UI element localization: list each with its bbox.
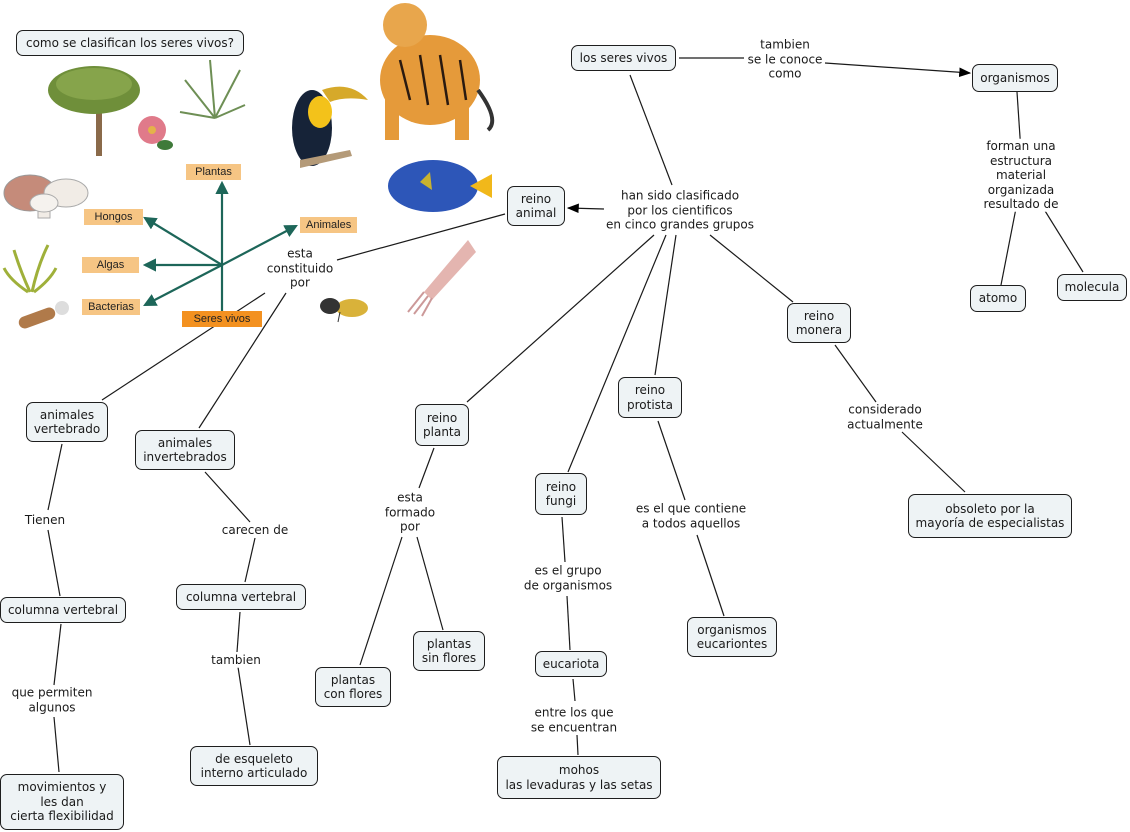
node-seres-vivos[interactable]: los seres vivos: [571, 45, 676, 71]
node-plantas-sin-flores[interactable]: plantas sin flores: [413, 631, 485, 671]
node-molecula[interactable]: molecula: [1057, 274, 1127, 301]
edge: [567, 234, 667, 473]
edge: [47, 443, 63, 511]
edge: [336, 213, 506, 261]
squid-illustration: [407, 240, 476, 317]
link-permiten[interactable]: que permiten algunos: [9, 685, 95, 715]
wasp-illustration: [320, 298, 368, 323]
link-clasificado[interactable]: han sido clasificado por los cientificos…: [603, 188, 757, 232]
link-tambien[interactable]: tambien: [209, 652, 263, 668]
node-reino-fungi[interactable]: reino fungi: [535, 473, 587, 515]
node-columna-vertebral-1[interactable]: columna vertebral: [0, 597, 126, 623]
bacteria-illustration: [18, 301, 69, 329]
edge: [416, 536, 444, 631]
node-eucariota[interactable]: eucariota: [535, 651, 607, 677]
image-label-hongos: Hongos: [84, 209, 143, 225]
image-arrow: [221, 224, 298, 266]
node-atomo[interactable]: atomo: [970, 285, 1026, 312]
link-forman[interactable]: forman una estructura material organizad…: [966, 138, 1076, 212]
tiger-illustration: [380, 3, 495, 140]
edge: [657, 420, 686, 501]
node-reino-planta[interactable]: reino planta: [415, 404, 469, 446]
edge: [566, 595, 571, 651]
node-esqueleto[interactable]: de esqueleto interno articulado: [190, 746, 318, 786]
edge: [101, 292, 266, 401]
edge: [53, 623, 62, 686]
image-label-plantas: Plantas: [186, 164, 241, 180]
mushroom-illustration: [3, 174, 89, 219]
link-carecen[interactable]: carecen de: [219, 522, 291, 538]
edge: [576, 734, 579, 756]
edge: [566, 203, 605, 214]
edge: [1000, 197, 1019, 286]
edge: [47, 529, 61, 597]
edge: [198, 292, 287, 429]
tree-illustration: [48, 66, 140, 156]
link-grupo[interactable]: es el grupo de organismos: [521, 563, 615, 593]
image-label-seres-vivos: Seres vivos: [182, 311, 262, 327]
fern-illustration: [179, 59, 246, 119]
flower-illustration: [138, 116, 173, 150]
algae-illustration: [2, 244, 58, 294]
link-tambien-conoce[interactable]: tambien se le conoce como: [745, 37, 825, 81]
edge: [629, 74, 673, 186]
node-animales-vertebrado[interactable]: animales vertebrado: [26, 402, 108, 442]
node-movimientos[interactable]: movimientos y les dan cierta flexibilida…: [0, 774, 124, 830]
link-considerado[interactable]: considerado actualmente: [845, 402, 925, 432]
fish-illustration: [388, 160, 492, 212]
node-columna-vertebral-2[interactable]: columna vertebral: [176, 584, 306, 610]
link-contiene[interactable]: es el que contiene a todos aquellos: [633, 501, 749, 531]
edge: [824, 62, 972, 78]
edge: [654, 234, 677, 376]
node-organismos[interactable]: organismos: [972, 64, 1058, 92]
image-label-algas: Algas: [82, 257, 139, 273]
edge: [418, 447, 435, 489]
node-animales-invertebrados[interactable]: animales invertebrados: [135, 430, 235, 470]
node-organismos-eucariontes[interactable]: organismos eucariontes: [687, 617, 777, 657]
node-plantas-con-flores[interactable]: plantas con flores: [315, 667, 391, 707]
edge: [359, 536, 403, 666]
edge: [561, 516, 566, 563]
node-mohos[interactable]: mohos las levaduras y las setas: [497, 756, 661, 799]
toucan-illustration: [292, 86, 368, 168]
edge: [237, 666, 251, 746]
link-constituido[interactable]: esta constituido por: [264, 246, 336, 290]
edge: [244, 537, 256, 583]
edge: [466, 234, 655, 403]
link-tienen[interactable]: Tienen: [22, 512, 68, 528]
edge: [709, 234, 794, 303]
node-reino-protista[interactable]: reino protista: [618, 377, 682, 418]
edge: [204, 471, 251, 523]
link-entre[interactable]: entre los que se encuentran: [528, 705, 620, 735]
edge: [572, 678, 576, 702]
link-formado[interactable]: esta formado por: [382, 490, 438, 534]
image-arrow: [143, 216, 223, 266]
edge: [696, 534, 725, 617]
edge: [236, 611, 241, 653]
edge: [53, 716, 60, 773]
image-label-animales: Animales: [300, 217, 357, 233]
image-arrow: [143, 264, 223, 307]
node-reino-animal[interactable]: reino animal: [507, 186, 565, 226]
question-node[interactable]: como se clasifican los seres vivos?: [16, 30, 244, 56]
node-reino-monera[interactable]: reino monera: [787, 303, 851, 343]
edge: [834, 344, 877, 403]
edge: [901, 431, 966, 493]
image-label-bacterias: Bacterias: [82, 299, 140, 315]
node-obsoleto[interactable]: obsoleto por la mayoría de especialistas: [908, 494, 1072, 538]
